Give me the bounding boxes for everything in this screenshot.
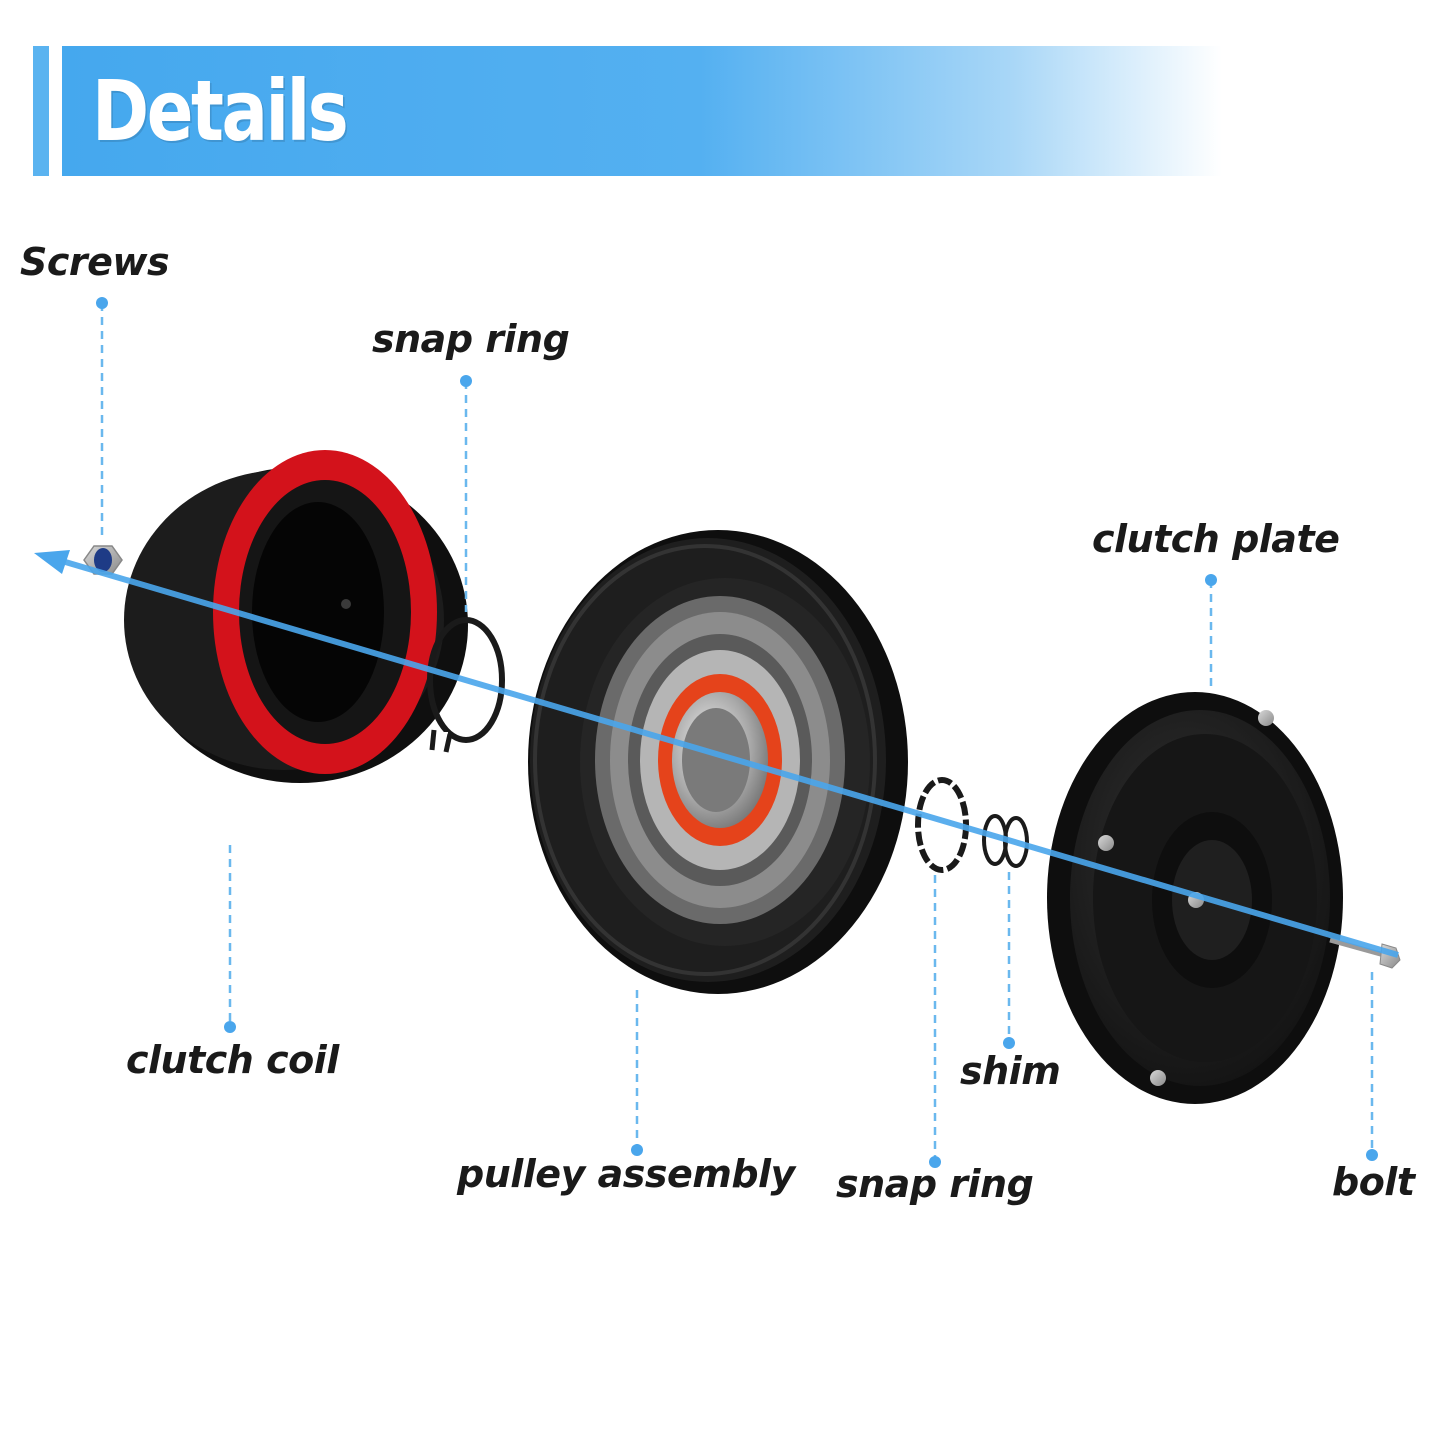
header-banner [62,46,1222,176]
label-clutch-plate: clutch plate [1092,517,1340,561]
leader-dots [96,297,1378,1168]
assembly-axis [34,550,1399,958]
bolt-part [1329,937,1401,969]
label-bolt: bolt [1332,1160,1415,1204]
pulley-assembly-part [528,530,908,994]
label-pulley-assembly: pulley assembly [457,1152,795,1196]
label-screws: Screws [20,240,170,284]
snap-ring-top-part [427,617,505,754]
leader-lines [100,303,1374,1162]
banner-accent-bar [33,46,49,176]
axis-arrowhead [34,550,70,574]
label-snap-ring-top: snap ring [372,317,570,361]
label-clutch-coil: clutch coil [126,1038,339,1082]
page-title: Details [92,62,349,160]
label-shim: shim [960,1049,1061,1093]
screw-nut-part [83,545,123,575]
clutch-coil-part [124,450,468,783]
label-snap-ring-bottom: snap ring [836,1162,1034,1206]
